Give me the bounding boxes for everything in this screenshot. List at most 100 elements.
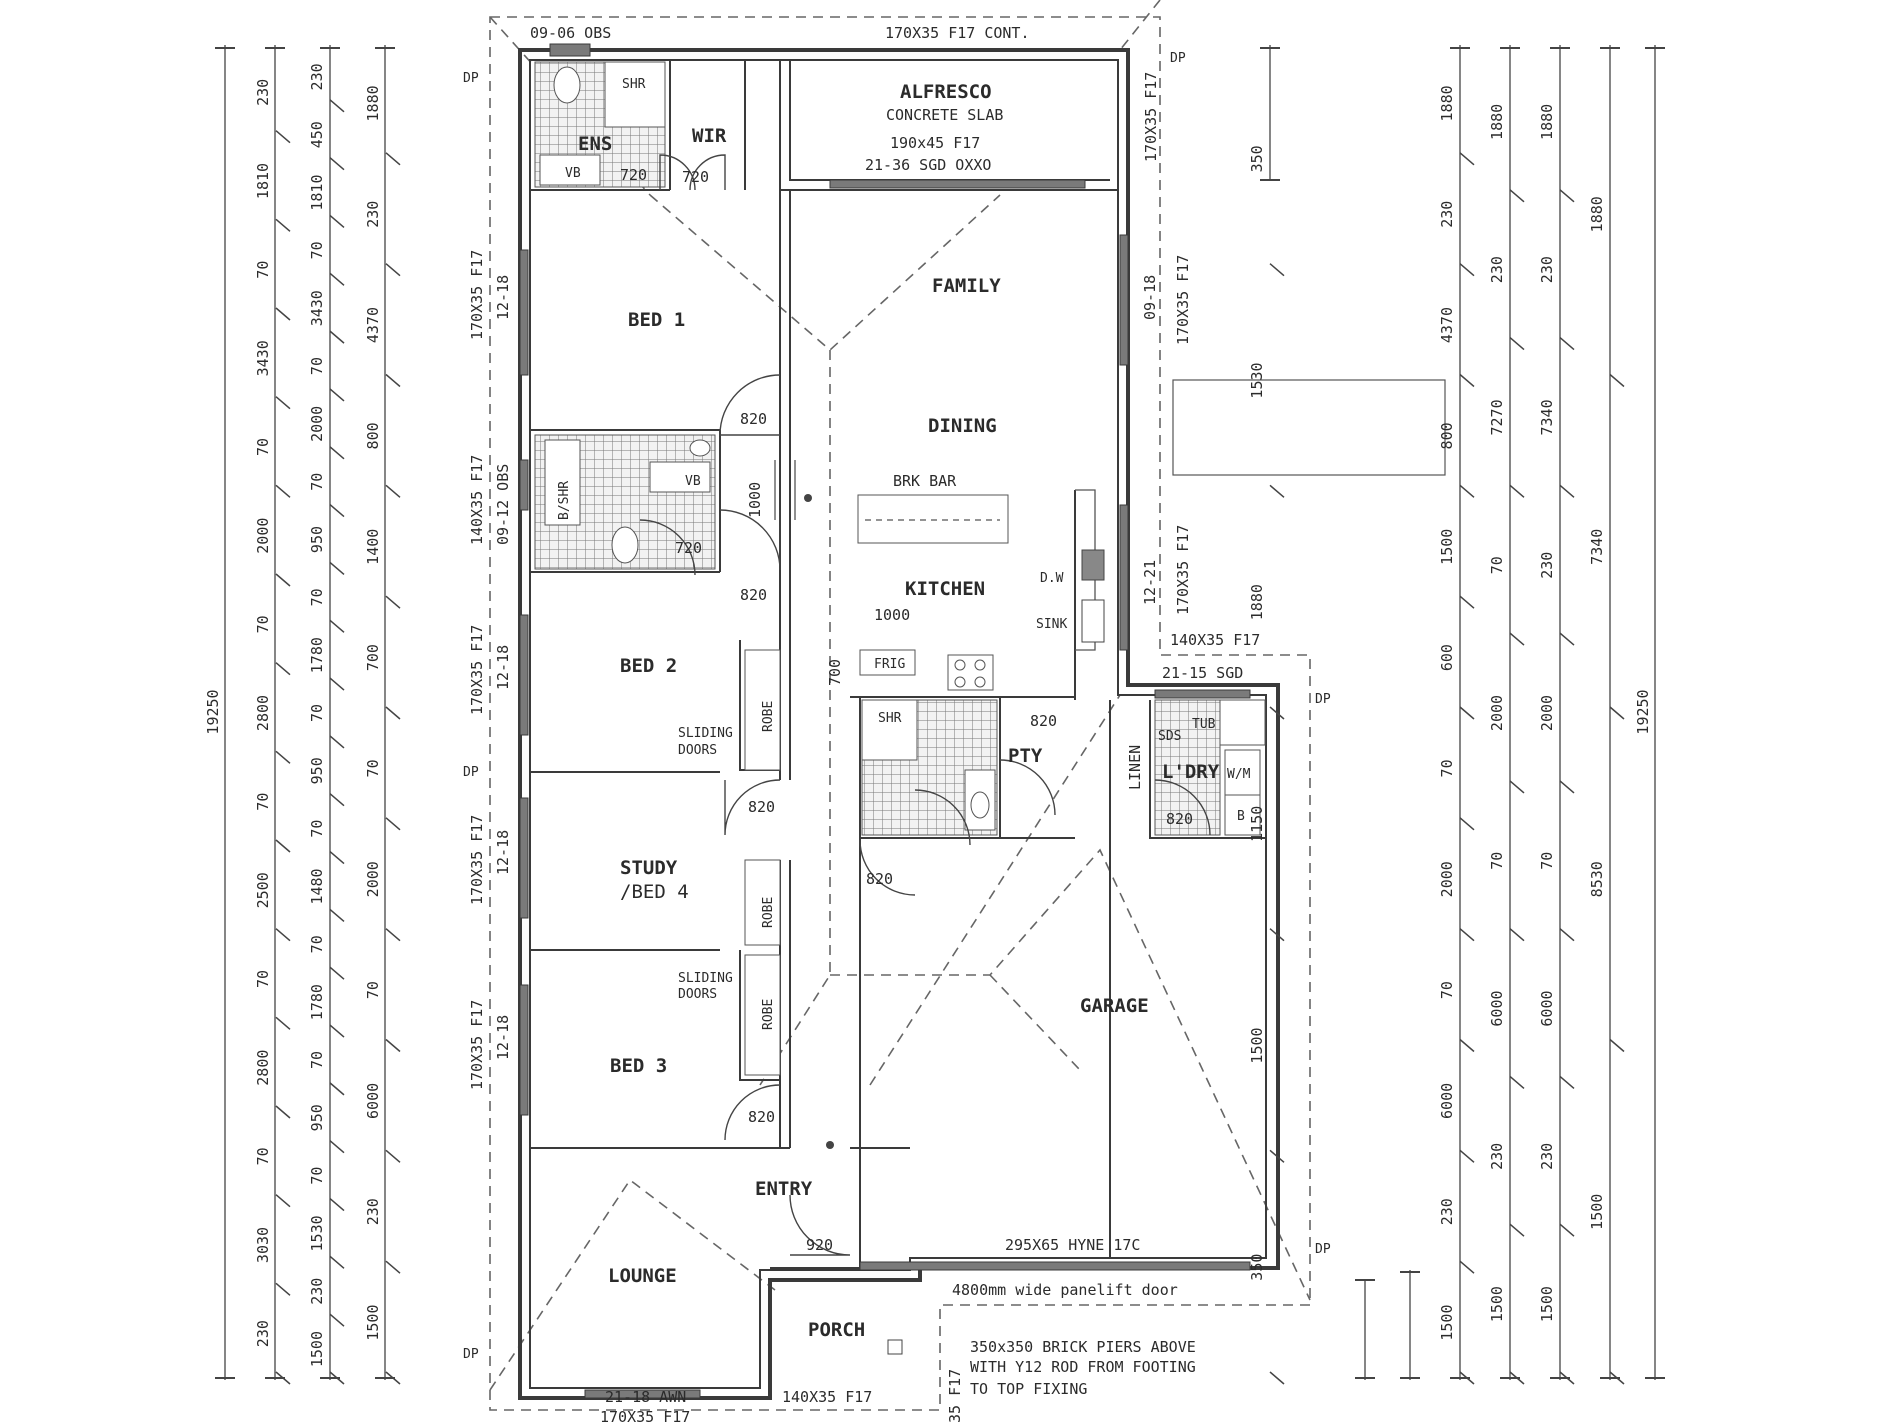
room-entry: ENTRY [755,1178,813,1200]
windows [519,43,1251,1399]
dimension-label: 1400 [364,529,382,565]
dimension-tick [275,750,291,764]
note-right-upper-b: 170X35 F17 [1142,72,1160,162]
dimension-tick [1559,928,1575,942]
dimension-label: 70 [308,1167,326,1185]
label-dw: D.W [1040,571,1064,586]
dimension-label: 6000 [1438,1083,1456,1119]
dimension-tick [1269,706,1285,720]
dimension-tick [329,1371,345,1385]
dimension-tick [329,330,345,344]
dimension-label: 230 [1538,256,1556,283]
dimension-label: 4370 [364,307,382,343]
door-entry: 920 [806,1236,833,1254]
dimension-tick [275,662,291,676]
note-dp-6: DP [463,1347,479,1362]
dimension-tick [1459,1371,1475,1385]
dimension-total: 19250 [1634,689,1652,734]
dimension-label: 230 [1438,1198,1456,1225]
dimension-tick [329,561,345,576]
label-b: B [1237,809,1245,824]
dimension-label: 6000 [1488,990,1506,1026]
dimension-tick [385,373,401,388]
dimension-tick [275,307,291,321]
dimension-label: 230 [1488,1143,1506,1170]
dimension-tick [329,272,345,286]
door-wir: 720 [682,168,709,186]
dimension-tick [1609,373,1625,388]
dimension-label: 7340 [1538,399,1556,435]
room-pty: PTY [1008,745,1043,767]
note-left-bed1-b: 12-18 [494,275,512,320]
door-kitchen-h: 700 [826,659,844,686]
dimension-label: 70 [1438,759,1456,777]
label-frig: FRIG [874,657,905,672]
dimension-label: 1880 [1588,196,1606,232]
dimension-label: 350 [1248,1254,1266,1281]
note-left-bed1-a: 170X35 F17 [468,250,486,340]
dimension-tick [1269,484,1285,498]
dimension-label: 950 [308,757,326,784]
dimension-label: 3430 [254,340,272,376]
note-bottom-awn: 21-18 AWN [605,1388,686,1406]
label-tub: TUB [1192,717,1216,732]
door-sizes: 720 720 820 720 820 820 820 820 920 820 … [620,166,1193,1254]
dimension-label: 70 [308,935,326,953]
dimension-tick [275,396,291,410]
dimension-tick [1459,928,1475,942]
dimension-tick [329,504,345,518]
room-family: FAMILY [932,275,1001,297]
dimension-tick [1269,1149,1285,1163]
dimension-tick [329,677,345,691]
dimension-label: 8530 [1588,861,1606,897]
dimension-label: 2000 [364,861,382,897]
dimension-label: 2000 [308,406,326,442]
label-vb2: VB [685,474,701,489]
dimension-tick [385,263,401,277]
note-piers-1: 350x350 BRICK PIERS ABOVE [970,1338,1196,1356]
door-bed3: 820 [748,1108,775,1126]
dimension-tick [275,1282,291,1296]
dimension-tick [275,218,291,232]
note-top-obs: 09-06 OBS [530,24,611,42]
note-dp-5: DP [1315,1242,1331,1257]
room-kitchen: KITCHEN [905,578,985,600]
dimension-label: 230 [364,201,382,228]
note-top-beam: 170X35 F17 CONT. [885,24,1030,42]
label-robe3: ROBE [761,999,776,1030]
dimension-label: 1880 [1488,104,1506,140]
label-bshr: B/SHR [557,481,572,520]
label-sds: SDS [1158,729,1181,744]
blank-label-box [1172,379,1446,476]
dimension-label: 1500 [1588,1194,1606,1230]
dimension-label: 1500 [364,1305,382,1341]
door-swings [639,154,1211,1256]
dimension-tick [275,839,291,853]
dimension-label: 70 [1488,556,1506,574]
label-shr: SHR [622,77,646,92]
dimension-tick [275,573,291,587]
dimension-tick [329,850,345,865]
door-pty: 820 [1030,712,1057,730]
note-ldry-beam: 140X35 F17 [1170,631,1260,649]
dimension-tick [1609,1371,1625,1385]
dimension-tick [1269,1371,1285,1385]
dimension-label: 70 [364,759,382,777]
room-porch: PORCH [808,1319,865,1341]
dimension-tick [1559,1223,1575,1237]
door-kitchen-w: 1000 [874,606,910,624]
dimension-tick [1509,632,1525,646]
label-brk-bar: BRK BAR [893,472,957,490]
note-left-bath-b: 09-12 OBS [494,464,512,545]
dimension-tick [275,928,291,942]
door-bath: 720 [675,539,702,557]
dimension-label: 6000 [1538,990,1556,1026]
dimension-label: 1480 [308,868,326,904]
dimension-label: 70 [254,793,272,811]
label-doors-1: DOORS [678,743,717,758]
note-right-family-b: 170X35 F17 [1174,255,1192,345]
note-dp-1: DP [463,71,479,86]
fixtures [539,61,1266,1355]
dimension-tick [329,793,345,807]
dimension-label: 2000 [1538,695,1556,731]
